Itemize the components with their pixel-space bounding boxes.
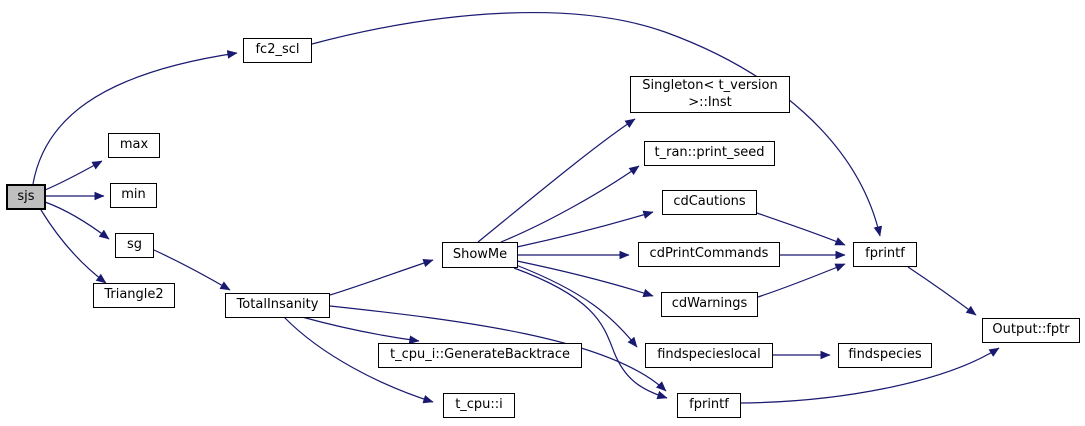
edge-sjs-max [44, 160, 103, 191]
node-triangle2[interactable]: Triangle2 [93, 283, 175, 308]
node-findspecies[interactable]: findspecies [838, 343, 932, 368]
node-findspecieslocal[interactable]: findspecieslocal [645, 343, 773, 368]
edge-totalinsanity-t_cpu_i [283, 316, 434, 404]
node-cdwarnings[interactable]: cdWarnings [661, 292, 758, 317]
node-fprintf-bottom[interactable]: fprintf [677, 393, 741, 418]
edge-showme-t_ran_print_seed [500, 165, 640, 243]
edge-cdcautions-fprintf_top [756, 212, 846, 246]
node-fc2-scl[interactable]: fc2_scl [243, 38, 312, 63]
edge-showme-cdwarnings [516, 260, 654, 298]
edge-sg-totalinsanity [153, 249, 231, 291]
node-t-ran-print-seed[interactable]: t_ran::print_seed [644, 141, 775, 166]
edge-totalinsanity-generate_backtrace [301, 316, 420, 344]
node-totalinsanity[interactable]: TotalInsanity [225, 293, 330, 318]
edge-showme-findspecieslocal [515, 264, 638, 348]
node-min[interactable]: min [110, 183, 157, 208]
node-t-cpu-i-generatebacktrace[interactable]: t_cpu_i::GenerateBacktrace [378, 343, 582, 368]
node-max[interactable]: max [108, 133, 160, 158]
node-sg[interactable]: sg [115, 233, 154, 258]
edge-fprintf_bottom-output_fptr [740, 347, 1000, 404]
edge-sjs-sg [44, 201, 110, 240]
node-output-fptr[interactable]: Output::fptr [982, 318, 1080, 343]
edge-showme-singleton_inst [477, 118, 636, 243]
edge-fc2_scl-fprintf_top [311, 12, 883, 237]
node-singleton-inst[interactable]: Singleton< t_version >::Inst [630, 76, 790, 113]
node-cdcautions[interactable]: cdCautions [662, 190, 757, 215]
node-t-cpu-i[interactable]: t_cpu::i [443, 393, 515, 418]
node-cdprintcommands[interactable]: cdPrintCommands [638, 242, 780, 267]
edge-showme-fprintf_bottom [513, 267, 668, 400]
node-sjs[interactable]: sjs [6, 184, 46, 210]
edge-cdwarnings-fprintf_top [757, 263, 846, 298]
edge-sjs-triangle2 [40, 209, 107, 284]
node-fprintf-top[interactable]: fprintf [853, 242, 917, 267]
edge-totalinsanity-showme [329, 258, 434, 296]
edge-fprintf_top-output_fptr [907, 266, 977, 316]
node-showme[interactable]: ShowMe [442, 242, 518, 268]
edge-showme-cdcautions [516, 210, 654, 248]
edge-totalinsanity-fprintf_bottom [329, 305, 667, 392]
edge-sjs-fc2_scl [32, 50, 238, 185]
